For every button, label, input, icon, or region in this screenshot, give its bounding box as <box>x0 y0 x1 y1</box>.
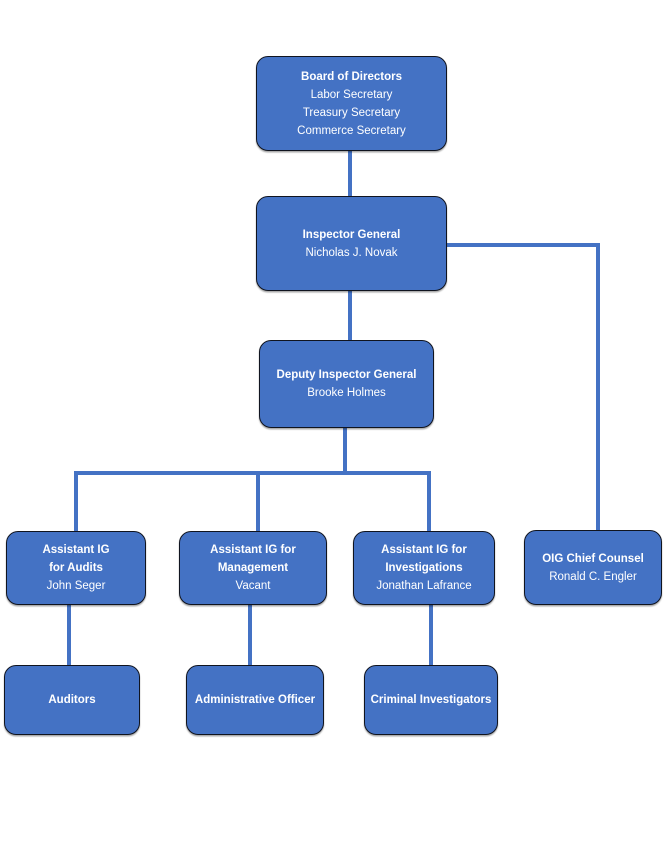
org-node-auditors: Auditors <box>4 665 140 735</box>
node-title: Inspector General <box>302 228 401 241</box>
connector-board-to-inspector-general <box>348 151 352 197</box>
node-title: for Audits <box>49 562 103 574</box>
connector-management-to-admin-officer <box>248 604 252 666</box>
node-title: Administrative Officer <box>194 694 316 706</box>
node-title: OIG Chief Counsel <box>542 552 644 565</box>
node-title: Assistant IG for <box>210 544 296 556</box>
org-node-oig-chief-counsel: OIG Chief Counsel Ronald C. Engler <box>524 530 662 605</box>
node-title: Assistant IG for <box>381 544 467 556</box>
node-title: Criminal Investigators <box>370 694 492 706</box>
connector-inspector-general-to-deputy <box>348 290 352 341</box>
node-person: Brooke Holmes <box>307 387 386 399</box>
node-member: Labor Secretary <box>310 88 393 101</box>
node-person: Nicholas J. Novak <box>305 246 398 259</box>
org-node-inspector-general: Inspector General Nicholas J. Novak <box>256 196 447 291</box>
node-title: Management <box>217 562 289 574</box>
org-node-deputy-inspector-general: Deputy Inspector General Brooke Holmes <box>259 340 434 428</box>
org-node-assistant-ig-investigations: Assistant IG for Investigations Jonathan… <box>353 531 495 605</box>
org-node-board-of-directors: Board of Directors Labor Secretary Treas… <box>256 56 447 151</box>
node-member: Commerce Secretary <box>297 124 406 137</box>
connector-investigations-to-criminal-investigators <box>429 604 433 666</box>
connector-inspector-general-to-counsel-horizontal <box>446 243 600 247</box>
org-node-assistant-ig-audits: Assistant IG for Audits John Seger <box>6 531 146 605</box>
node-person: Jonathan Lafrance <box>376 580 472 592</box>
connector-branch-to-audits <box>74 471 78 532</box>
connector-branch-to-investigations <box>427 471 431 532</box>
connector-audits-to-auditors <box>67 604 71 666</box>
node-member: Treasury Secretary <box>302 106 401 119</box>
connector-deputy-to-branch <box>343 427 347 475</box>
org-node-administrative-officer: Administrative Officer <box>186 665 324 735</box>
node-person: Ronald C. Engler <box>549 570 637 583</box>
node-title: Board of Directors <box>301 70 402 83</box>
node-title: Deputy Inspector General <box>276 369 417 381</box>
node-person: John Seger <box>46 580 106 592</box>
org-node-criminal-investigators: Criminal Investigators <box>364 665 498 735</box>
org-node-assistant-ig-management: Assistant IG for Management Vacant <box>179 531 327 605</box>
connector-inspector-general-to-counsel-vertical <box>596 243 600 531</box>
node-title: Assistant IG <box>42 544 110 556</box>
connector-branch-to-management <box>256 471 260 532</box>
node-person: Vacant <box>235 580 271 592</box>
node-title: Investigations <box>385 562 463 574</box>
node-title: Auditors <box>48 694 96 706</box>
connector-branch-horizontal <box>74 471 431 475</box>
